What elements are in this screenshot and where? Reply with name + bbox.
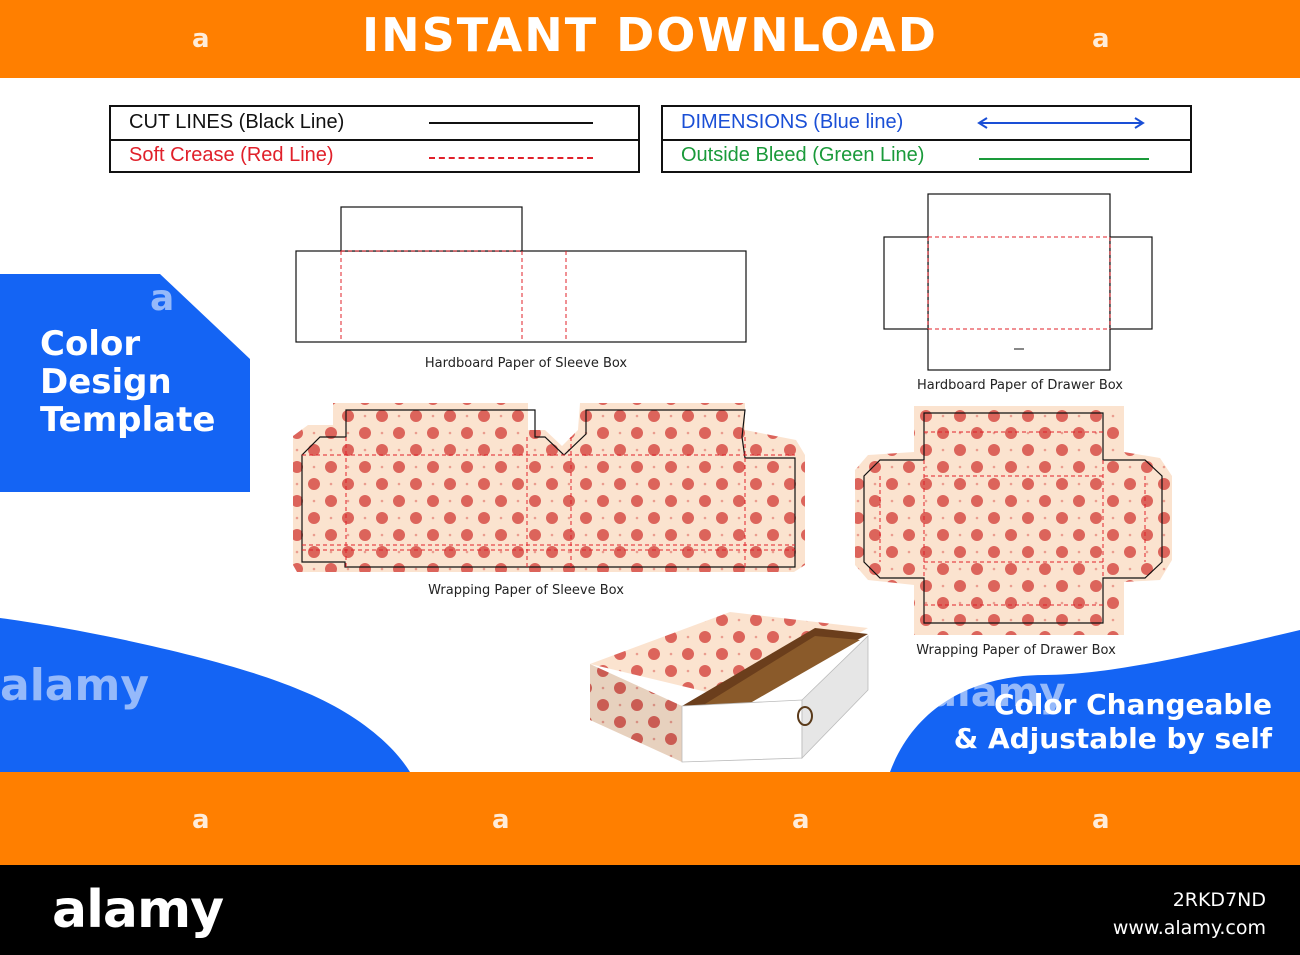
hardboard-sleeve-dieline (295, 206, 747, 343)
legend-box-left: CUT LINES (Black Line) Soft Crease (Red … (109, 105, 640, 173)
footer-logo: alamy (52, 880, 224, 940)
wrapping-drawer-dieline (855, 406, 1172, 635)
watermark-glyph: a (1092, 805, 1110, 835)
watermark-text: alamy (0, 660, 149, 711)
watermark-text: alamy (930, 670, 1066, 716)
bottom-right-wave (885, 630, 1300, 775)
side-panel-line: Color (40, 324, 141, 364)
top-banner (0, 0, 1300, 78)
caption-hardboard-sleeve: Hardboard Paper of Sleeve Box (424, 356, 628, 371)
hardboard-drawer-dieline (883, 193, 1153, 371)
legend-row-crease: Soft Crease (Red Line) (111, 140, 638, 172)
footer-url: www.alamy.com (1112, 917, 1266, 939)
feature-line: Color Changeable (993, 688, 1272, 721)
caption-wrapping-sleeve: Wrapping Paper of Sleeve Box (428, 583, 624, 598)
caption-hardboard-drawer: Hardboard Paper of Drawer Box (917, 378, 1123, 393)
feature-line: & Adjustable by self (953, 722, 1272, 755)
legend-label-crease: Soft Crease (Red Line) (129, 144, 334, 166)
caption-wrapping-drawer: Wrapping Paper of Drawer Box (916, 643, 1116, 658)
bottom-banner (0, 772, 1300, 865)
watermark-glyph: a (192, 805, 210, 835)
legend-label-bleed: Outside Bleed (Green Line) (681, 144, 925, 166)
side-panel-shape (0, 274, 250, 492)
side-panel-line: Template (40, 400, 216, 440)
dimension-arrow-icon (977, 117, 1145, 129)
footer-image-id: 2RKD7ND (1172, 889, 1266, 911)
crease-line-sample (429, 157, 593, 159)
legend-box-right: DIMENSIONS (Blue line) Outside Bleed (Gr… (661, 105, 1192, 173)
legend-row-dimensions: DIMENSIONS (Blue line) (663, 107, 1190, 141)
watermark-fragment: a (150, 278, 175, 319)
wrapping-sleeve-dieline (293, 403, 805, 572)
legend-label-dimensions: DIMENSIONS (Blue line) (681, 111, 904, 133)
legend-label-cut: CUT LINES (Black Line) (129, 111, 345, 133)
side-panel-line: Design (40, 362, 172, 402)
feature-badge: Color Changeable & Adjustable by self (940, 688, 1272, 756)
bottom-left-wave (0, 618, 410, 775)
dieline-diagram (293, 193, 1172, 763)
watermark-glyph: a (192, 24, 210, 54)
cut-line-sample (429, 122, 593, 124)
footer-bar (0, 865, 1300, 955)
side-panel-title: Color Design Template (40, 325, 215, 439)
watermark-glyph: a (492, 805, 510, 835)
banner-title: INSTANT DOWNLOAD (362, 8, 938, 62)
bleed-line-sample (979, 158, 1149, 160)
watermark-glyph: a (1092, 24, 1110, 54)
drawer-box-3d (590, 612, 869, 763)
watermark-glyph: a (792, 805, 810, 835)
legend-row-bleed: Outside Bleed (Green Line) (663, 140, 1190, 172)
legend-row-cut: CUT LINES (Black Line) (111, 107, 638, 141)
